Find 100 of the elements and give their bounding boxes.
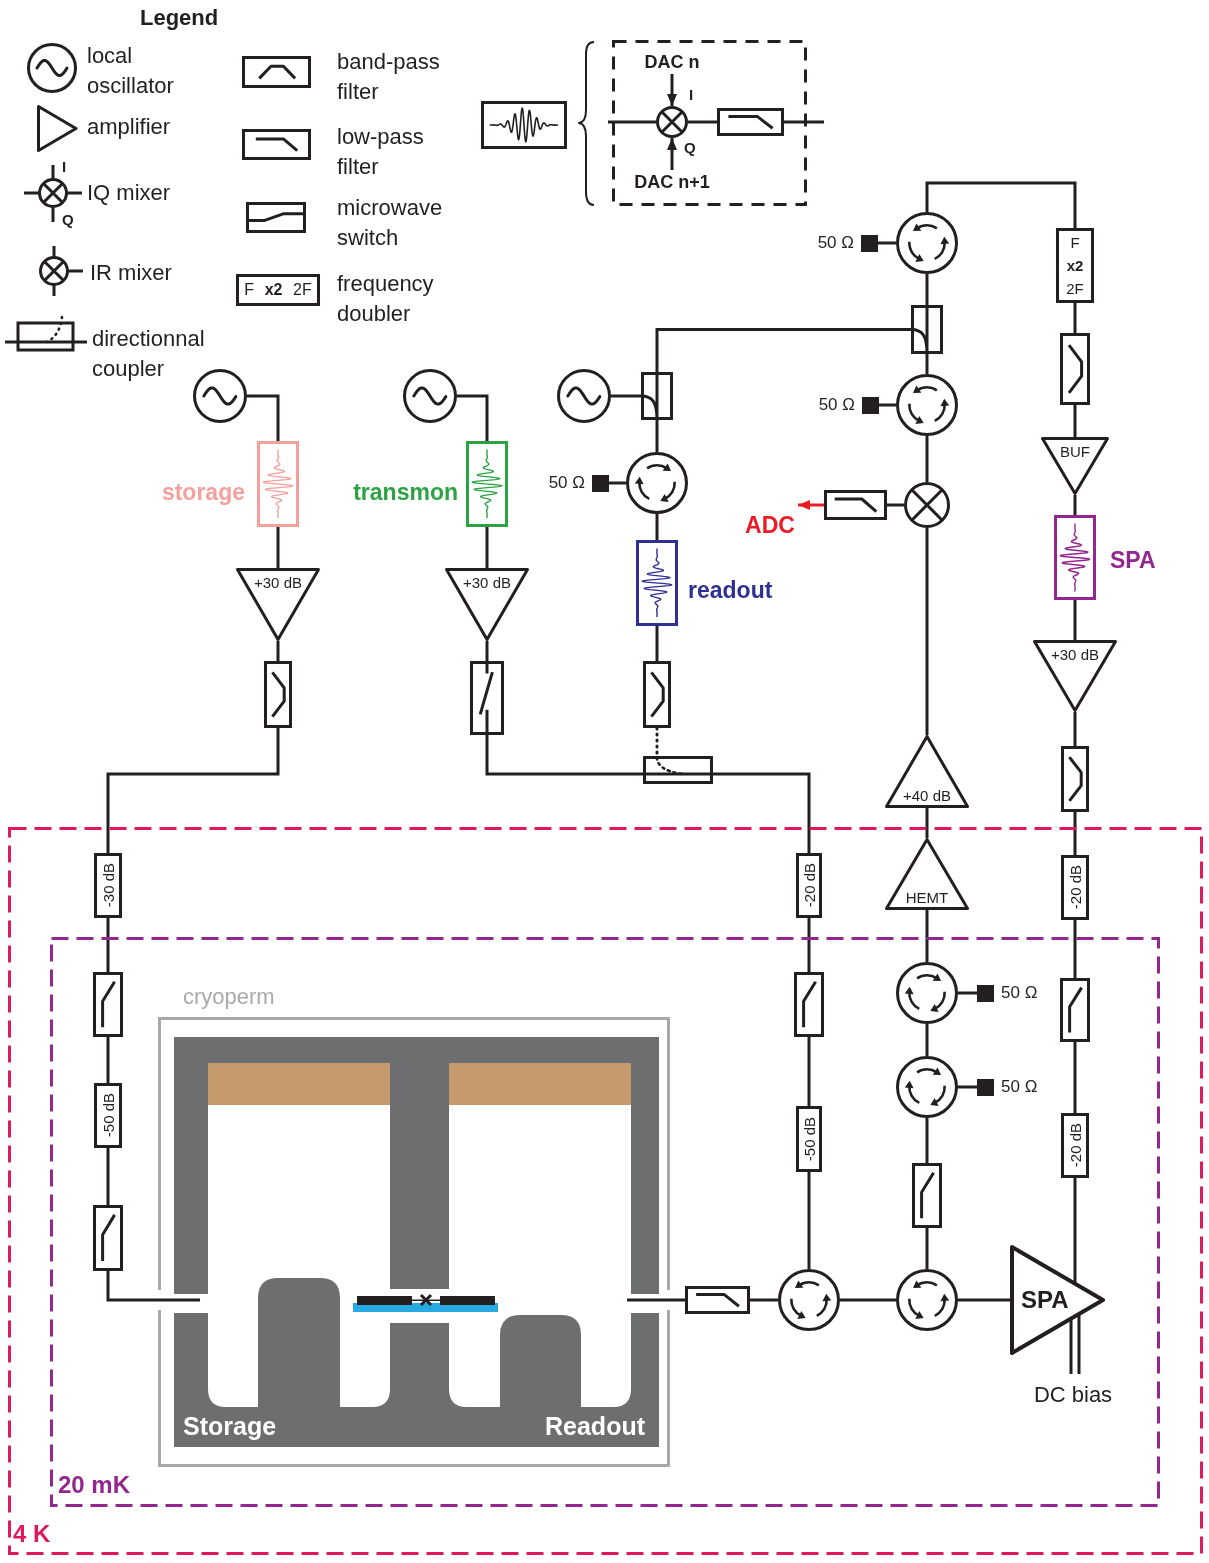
legend-label: local oscillator <box>87 42 175 100</box>
connector-line <box>878 241 896 245</box>
amplifier-label: +40 dB <box>903 787 951 804</box>
connector-line <box>713 772 811 853</box>
signal-label: DAC n <box>644 50 700 74</box>
connector-line <box>659 1298 685 1302</box>
connector-line <box>106 1148 110 1205</box>
connector-line <box>958 1298 1010 1302</box>
impedance-label: 50 Ω <box>818 395 855 415</box>
connector-line <box>608 120 656 124</box>
connector-line <box>784 120 824 124</box>
connector-line <box>925 1228 929 1269</box>
impedance-label: 50 Ω <box>817 233 854 253</box>
connector-line <box>457 394 489 441</box>
frequency-label: F <box>1070 234 1080 251</box>
connector-line <box>106 1037 110 1083</box>
connector-line <box>879 403 896 407</box>
amplifier-label: +30 dB <box>463 574 511 591</box>
connector-line <box>485 641 489 661</box>
connector-line <box>925 181 1077 228</box>
connector-line <box>925 808 929 838</box>
impedance-label: 50 Ω <box>1001 1077 1038 1097</box>
legend-label: frequency doubler <box>337 270 435 328</box>
connector-line <box>840 1298 896 1302</box>
attenuator: -50 dB <box>796 1106 822 1172</box>
amplifier-label: SPA <box>1021 1287 1069 1313</box>
legend-label: IQ mixer <box>87 179 171 207</box>
shield-label: cryoperm <box>183 984 275 1010</box>
connector-line <box>1073 712 1077 746</box>
cavity-label: Readout <box>545 1411 645 1441</box>
attenuator: -20 dB <box>1061 1113 1089 1178</box>
stage-label: 20 mK <box>58 1471 131 1499</box>
connector-line <box>247 394 280 441</box>
amplifier-label: HEMT <box>905 889 949 906</box>
connector-line <box>1073 812 1077 855</box>
connector-line <box>106 918 110 972</box>
legend-label: low-pass filter <box>337 123 425 181</box>
connector-line <box>958 991 977 995</box>
impedance-label: 50 Ω <box>1001 983 1038 1003</box>
connector-line <box>807 918 811 972</box>
attenuator: -50 dB <box>94 1083 122 1148</box>
arrow <box>667 138 677 170</box>
connector-line <box>1073 495 1077 515</box>
multiplier-label: x2 <box>264 281 283 299</box>
channel-label: SPA <box>1110 546 1156 574</box>
connector-line <box>485 735 643 776</box>
connector-line <box>1073 1178 1077 1283</box>
channel-label: transmon <box>353 478 458 506</box>
connector-line <box>276 641 280 661</box>
bias-label: DC bias <box>1033 1382 1113 1408</box>
cavity-label: Storage <box>183 1411 277 1441</box>
attenuator: -20 dB <box>1061 855 1089 920</box>
connector-line <box>106 728 280 853</box>
amplifier-label: +30 dB <box>254 574 302 591</box>
legend-label: band-pass filter <box>337 48 441 106</box>
signal-label: DAC n+1 <box>634 170 710 194</box>
legend-label: microwave switch <box>337 194 444 252</box>
attenuator: -20 dB <box>796 853 822 918</box>
channel-label: readout <box>688 576 773 604</box>
connector-line <box>1073 1042 1077 1113</box>
frequency-label: 2F <box>293 281 312 299</box>
connector-line <box>609 481 626 485</box>
connector-line <box>925 274 929 305</box>
connector-line <box>925 436 929 482</box>
connector-line <box>106 1271 174 1302</box>
connector-line <box>1073 920 1077 978</box>
connector-line <box>276 527 280 568</box>
connector-line <box>655 626 659 661</box>
connector-line <box>925 354 929 374</box>
frequency-label: 2F <box>1066 280 1084 297</box>
connector-line <box>688 120 717 124</box>
impedance-label: 50 Ω <box>548 473 585 493</box>
connector-line <box>925 910 929 962</box>
connector-line <box>925 1024 929 1056</box>
connector-line <box>807 1172 811 1269</box>
amplifier-label: +30 dB <box>1051 646 1099 663</box>
connector-line <box>958 1085 977 1089</box>
connector-line <box>1073 600 1077 640</box>
legend-label: directionnal coupler <box>92 325 206 383</box>
adc-label: ADC <box>745 512 795 539</box>
connector-line <box>611 394 641 398</box>
connector-line <box>655 420 659 452</box>
legend-label: amplifier <box>87 113 171 141</box>
connector-line <box>887 503 904 507</box>
connector-line <box>750 1298 778 1302</box>
connector-line <box>925 528 929 735</box>
connector-line <box>485 527 489 568</box>
attenuator: -30 dB <box>94 853 122 918</box>
connector-line <box>1073 303 1077 333</box>
port-label: I <box>62 158 67 175</box>
connector-line <box>655 328 911 372</box>
amplifier-label: BUF <box>1060 443 1090 460</box>
channel-label: storage <box>161 478 245 506</box>
frequency-label: F <box>244 281 255 299</box>
legend-label: IR mixer <box>90 259 172 287</box>
multiplier-label: x2 <box>1066 257 1084 274</box>
stage-label: 4 K <box>13 1520 51 1548</box>
frequency-doubler <box>1056 228 1094 303</box>
connector-line <box>807 1037 811 1106</box>
port-label: Q <box>62 211 74 228</box>
